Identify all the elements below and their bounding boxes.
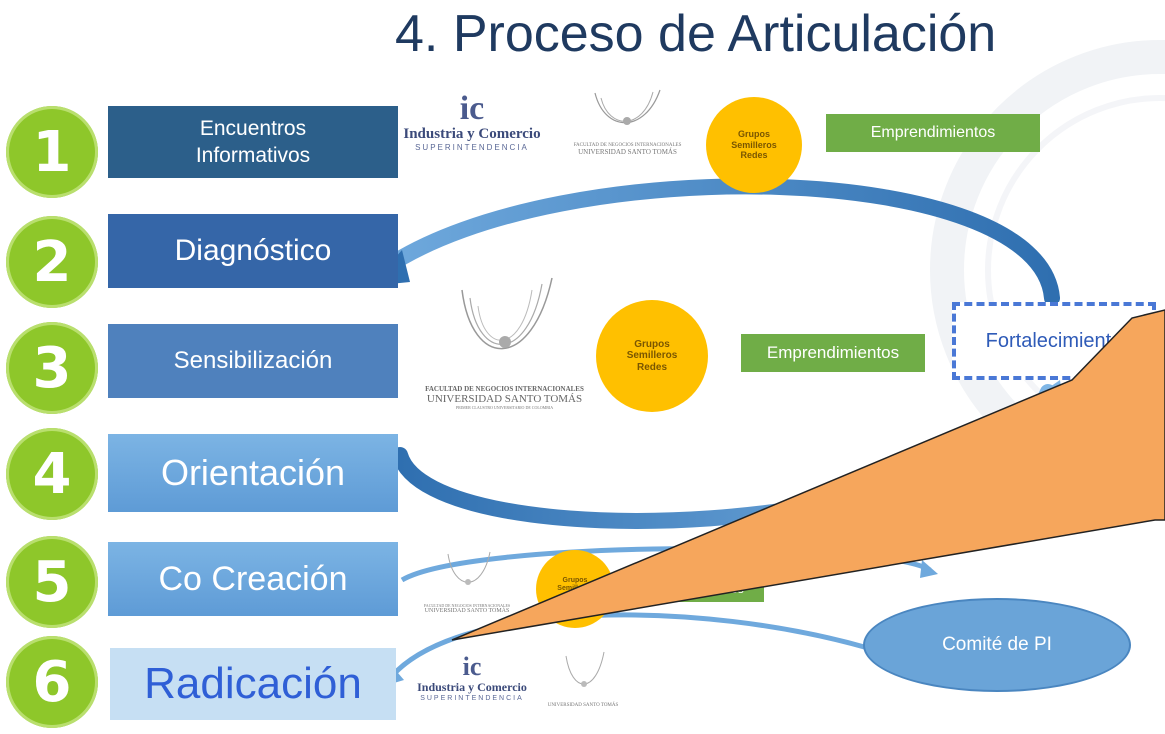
step-2-box: Diagnóstico xyxy=(108,214,398,288)
emprendimientos-row3: Emprendimientos xyxy=(741,334,925,372)
step-1-box: Encuentros Informativos xyxy=(108,106,398,178)
logo-usta-row6: UNIVERSIDAD SANTO TOMÁS xyxy=(538,648,628,708)
step-3-badge: 3 xyxy=(6,322,98,414)
step-6-box: Radicación xyxy=(110,648,396,720)
comite-pi-ellipse: Comité de PI xyxy=(863,598,1131,692)
logo-usta-row5: FACULTAD DE NEGOCIOS INTERNACIONALES UNI… xyxy=(412,548,522,614)
usta-emblem-icon xyxy=(461,277,553,350)
step-2-badge: 2 xyxy=(6,216,98,308)
step-3-box: Sensibilización xyxy=(108,324,398,398)
arrow-fortalecimiento-to-diagnostico xyxy=(377,178,1060,306)
speech-callout xyxy=(451,309,1165,641)
circle-grupos-row3: Grupos Semilleros Redes xyxy=(596,300,708,412)
step-6-badge: 6 xyxy=(6,636,98,728)
logo-industria-comercio-row1: ic Industria y Comercio SUPERINTENDENCIA xyxy=(403,90,541,153)
step-5-badge: 5 xyxy=(6,536,98,628)
usta-emblem-icon xyxy=(565,651,605,687)
emprendimientos-row1: Emprendimientos xyxy=(826,114,1040,152)
step-5-box: Co Creación xyxy=(108,542,398,616)
usta-emblem-icon xyxy=(594,89,661,125)
step-4-box: Orientación xyxy=(108,434,398,512)
step-1-badge: 1 xyxy=(6,106,98,198)
logo-usta-row3: FACULTAD DE NEGOCIOS INTERNACIONALES UNI… xyxy=(412,270,597,410)
page-title: 4. Proceso de Articulación xyxy=(395,5,997,63)
arrowhead-comite xyxy=(920,560,938,578)
step-4-badge: 4 xyxy=(6,428,98,520)
usta-emblem-icon xyxy=(447,551,491,585)
circle-grupos-row1: Grupos Semilleros Redes xyxy=(706,97,802,193)
logo-industria-comercio-row6: ic Industria y Comercio SUPERINTENDENCIA xyxy=(417,652,527,703)
logo-usta-row1: FACULTAD DE NEGOCIOS INTERNACIONALES UNI… xyxy=(565,88,690,156)
